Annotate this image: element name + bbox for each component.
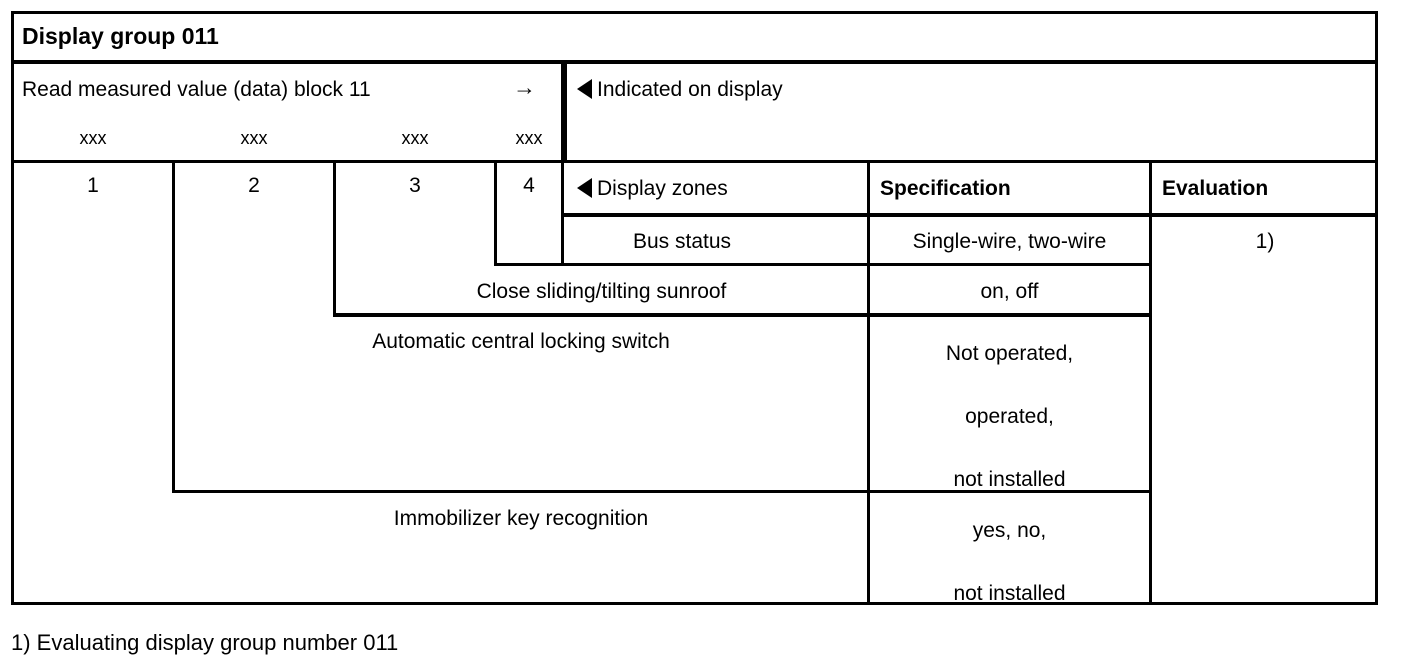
zone-divider-1 — [172, 160, 175, 493]
zone-number-4: 4 — [497, 166, 561, 206]
header-display-zones-label: Display zones — [597, 176, 728, 200]
row-sunroof-specification-text: on, off — [980, 279, 1039, 303]
header-evaluation-label: Evaluation — [1162, 176, 1269, 200]
header-specification-label: Specification — [880, 176, 1011, 200]
left-triangle-icon — [577, 178, 592, 198]
zone-divider-4 — [561, 163, 564, 265]
zone-divider-3 — [494, 160, 497, 265]
row-central-locking-spec-line-3: not installed — [953, 468, 1066, 491]
specification-column-left-border — [867, 160, 870, 605]
read-measured-value-text: Read measured value (data) block 11 — [22, 77, 371, 101]
row-immobilizer-label: Immobilizer key recognition — [175, 499, 867, 539]
header-evaluation: Evaluation — [1162, 170, 1372, 208]
placeholder-value-4: xxx — [497, 122, 561, 156]
spec-divider-after-central-locking — [869, 490, 1150, 493]
zone-number-3: 3 — [336, 166, 494, 206]
spec-divider-after-sunroof — [869, 313, 1150, 317]
placeholder-value-3: xxx — [336, 122, 494, 156]
zone-number-2-text: 2 — [248, 173, 260, 197]
border-right — [1375, 11, 1378, 605]
row-immobilizer-specification: yes, no, not installed — [869, 499, 1150, 625]
step-line-central-locking — [172, 490, 869, 493]
zone-block-right-border-upper — [561, 60, 564, 163]
row-immobilizer-spec-line-1: yes, no, — [972, 519, 1047, 542]
row-central-locking-text: Automatic central locking switch — [372, 329, 670, 353]
placeholder-value-1: xxx — [14, 122, 172, 156]
row-sunroof-label: Close sliding/tilting sunroof — [336, 272, 867, 312]
row-bus-status-specification: Single-wire, two-wire — [869, 222, 1150, 262]
row-immobilizer-text: Immobilizer key recognition — [393, 506, 649, 530]
footnote: 1) Evaluating display group number 011 — [11, 630, 398, 656]
zone-number-1: 1 — [14, 166, 172, 206]
xxx-row-bottom-border — [11, 160, 564, 163]
spec-divider-after-bus-status — [869, 263, 1150, 266]
zone-number-3-text: 3 — [409, 173, 421, 197]
zone-divider-2 — [333, 160, 336, 316]
header-display-zones: Display zones — [577, 170, 857, 208]
step-line-sunroof — [333, 313, 869, 317]
row-bus-status-evaluation-text: 1) — [1255, 229, 1275, 253]
header-row-bottom-border — [564, 213, 1378, 217]
placeholder-value-4-text: xxx — [515, 128, 543, 149]
placeholder-value-3-text: xxx — [401, 128, 429, 149]
right-arrow-icon: → — [513, 74, 536, 100]
footnote-text: 1) Evaluating display group number 011 — [11, 630, 399, 655]
row-central-locking-label: Automatic central locking switch — [175, 322, 867, 362]
row-bus-status-label: Bus status — [497, 222, 867, 262]
row-central-locking-specification: Not operated, operated, not installed — [869, 322, 1150, 511]
placeholder-value-1-text: xxx — [79, 128, 107, 149]
row-immobilizer-spec-line-2: not installed — [953, 582, 1066, 605]
row-central-locking-spec-line-2: operated, — [965, 405, 1054, 428]
read-measured-value-label: Read measured value (data) block 11 — [22, 70, 502, 110]
row-bus-status-evaluation: 1) — [1152, 222, 1378, 262]
row-sunroof-text: Close sliding/tilting sunroof — [476, 279, 727, 303]
header-specification: Specification — [880, 170, 1140, 208]
page-title-label: Display group 011 — [22, 23, 219, 50]
border-left — [11, 11, 14, 605]
row-sunroof-specification: on, off — [869, 272, 1150, 312]
zone-number-4-text: 4 — [523, 173, 535, 197]
indicated-on-display: Indicated on display — [577, 72, 997, 108]
border-bottom — [11, 602, 1378, 605]
left-triangle-icon — [577, 79, 592, 99]
indicated-on-display-label: Indicated on display — [597, 77, 783, 101]
step-line-bus-status — [494, 263, 869, 266]
page-title: Display group 011 — [22, 18, 722, 56]
evaluation-column-left-border — [1149, 160, 1152, 605]
border-top — [11, 11, 1378, 14]
indicated-panel-left-border — [564, 60, 567, 163]
placeholder-value-2: xxx — [175, 122, 333, 156]
row-bus-status-specification-text: Single-wire, two-wire — [912, 229, 1107, 253]
zone-number-1-text: 1 — [87, 173, 99, 197]
indicated-panel-bottom-border — [564, 160, 1378, 163]
row-bus-status-text: Bus status — [632, 229, 732, 253]
title-row-bottom-border — [11, 60, 1378, 64]
row-central-locking-spec-line-1: Not operated, — [945, 342, 1074, 365]
zone-number-2: 2 — [175, 166, 333, 206]
placeholder-value-2-text: xxx — [240, 128, 268, 149]
